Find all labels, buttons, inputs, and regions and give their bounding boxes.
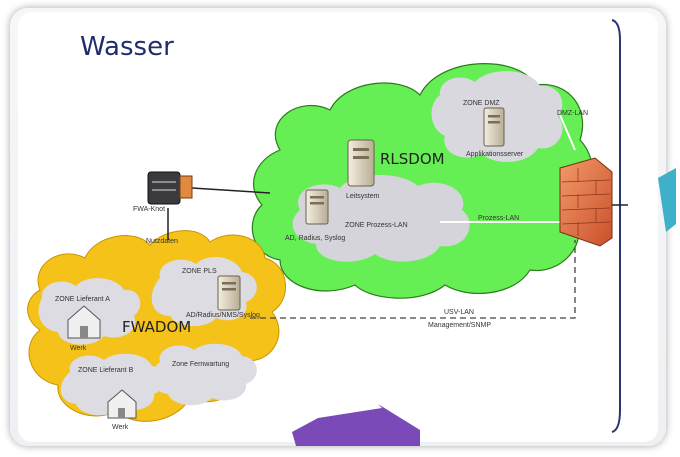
teal-arrow-shape xyxy=(658,168,676,232)
zone-lieferant-a-label: ZONE Lieferant A xyxy=(55,296,110,303)
applikationsserver-shape xyxy=(483,107,505,147)
fwadom-label: FWADOM xyxy=(122,318,192,336)
nutzdaten-label: Nutzdaten xyxy=(146,238,178,245)
fwaknot-switch-shape xyxy=(147,171,193,205)
usv-lan-label: USV-LAN xyxy=(444,309,474,316)
fernwartung-cloud-shape xyxy=(151,343,257,406)
werk-b-label: Werk xyxy=(112,424,129,431)
rlsdom-server-shape xyxy=(347,139,375,187)
diagram-title: Wasser xyxy=(80,32,174,62)
zone-lieferant-b-label: ZONE Lieferant B xyxy=(78,367,134,374)
zone-fernwartung-label: Zone Fernwartung xyxy=(172,361,230,368)
werk-a-house-shape xyxy=(67,305,101,339)
zone-dmz-label: ZONE DMZ xyxy=(463,100,500,107)
link-fwaknot-rlsdom xyxy=(191,187,271,194)
divider-line xyxy=(611,19,621,433)
rlsdom-label: RLSDOM xyxy=(380,150,445,168)
zone-b-cloud-shape xyxy=(60,353,166,416)
fwa-knot-label: FWA-Knot xyxy=(133,206,166,213)
prozess-cloud-shape xyxy=(292,174,470,262)
ad-radius-syslog-label: AD, Radius, Syslog xyxy=(285,235,346,242)
zone-prozess-lan-label: ZONE Prozess-LAN xyxy=(345,222,408,229)
management-snmp-label: Management/SNMP xyxy=(428,322,492,329)
purple-arrow-shape xyxy=(292,404,420,446)
leitsystem-label: Leitsystem xyxy=(346,193,380,200)
werk-a-label: Werk xyxy=(70,345,87,352)
link-dmz-lan xyxy=(559,114,576,151)
firewall-shape xyxy=(559,157,613,247)
werk-b-house-shape xyxy=(107,389,137,419)
prozess-lan-label: Prozess-LAN xyxy=(478,215,520,222)
link-usv-lan xyxy=(250,240,576,319)
pls-server-shape xyxy=(217,275,241,311)
applikationsserver-label: Applikationsserver xyxy=(466,151,524,158)
ad-radius-nms-syslog-label: AD/Radius/NMS/Syslog xyxy=(186,312,260,319)
zone-pls-label: ZONE PLS xyxy=(182,268,217,275)
dmz-lan-label: DMZ-LAN xyxy=(557,110,589,117)
ad-server-shape xyxy=(305,189,329,225)
